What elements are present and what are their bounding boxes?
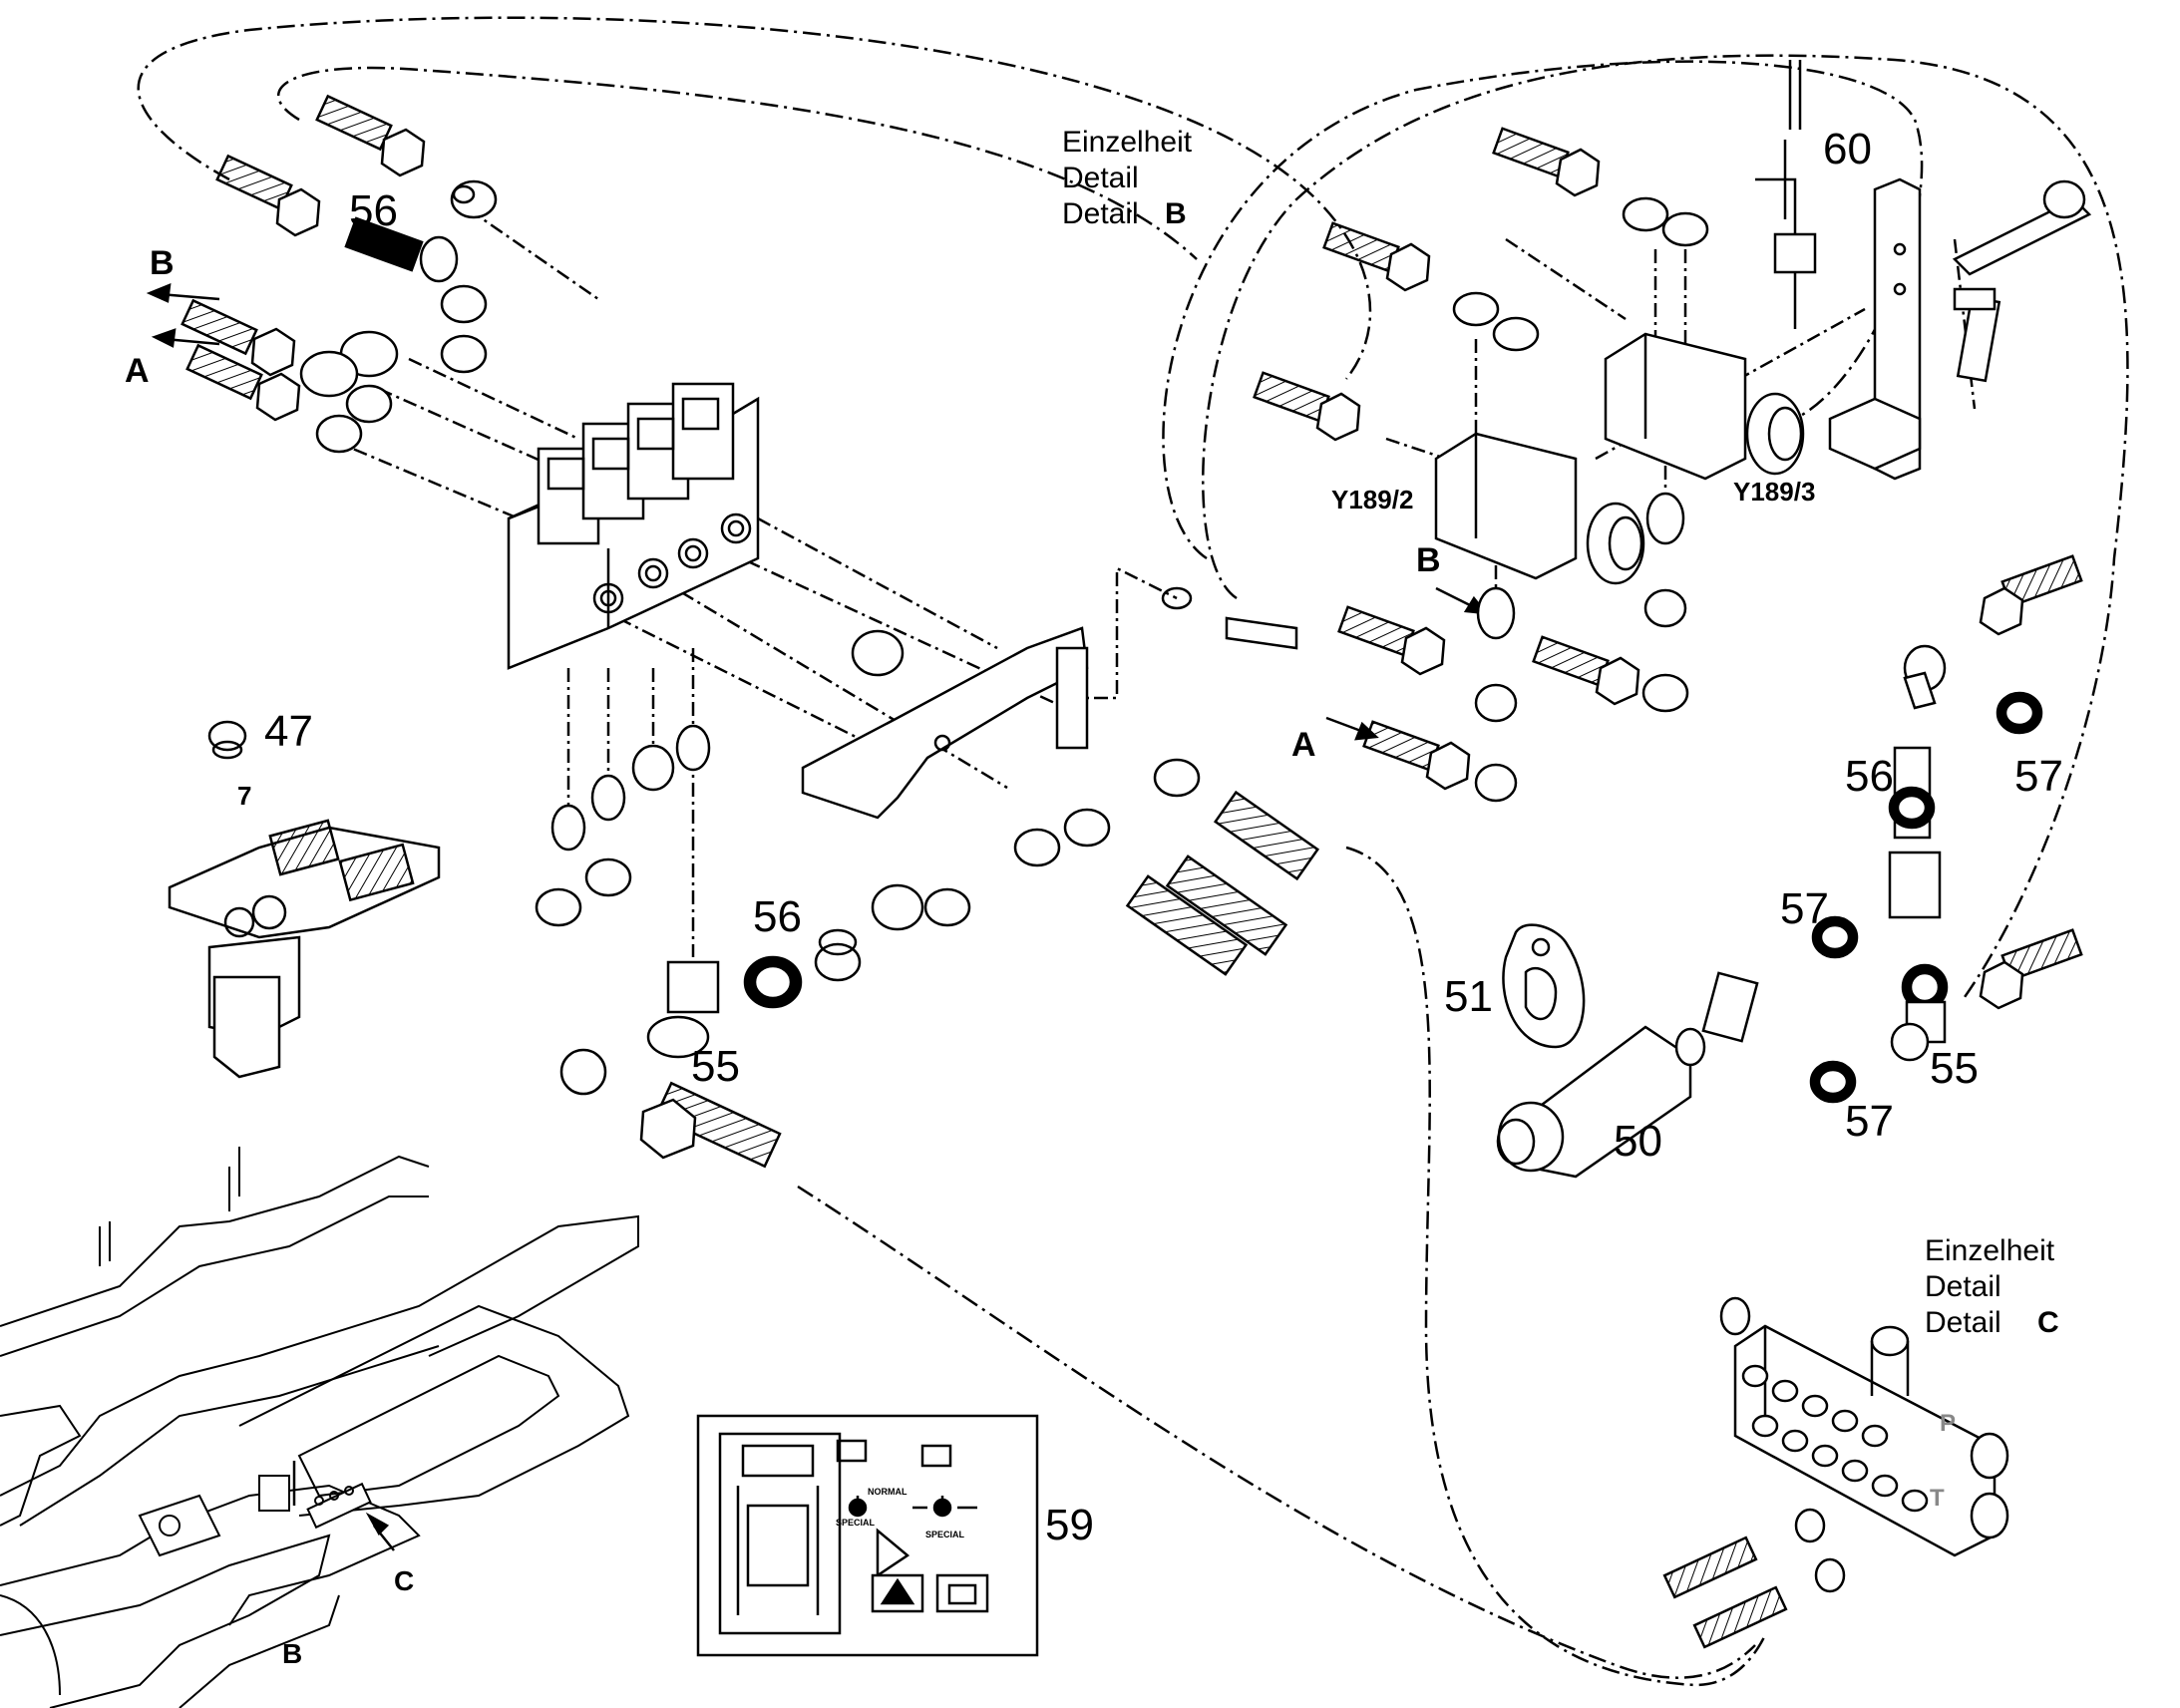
part-number-50: 50 bbox=[1614, 1117, 1662, 1166]
part-number-55-mid: 55 bbox=[691, 1042, 740, 1091]
decal-normal-text: NORMAL bbox=[868, 1487, 908, 1497]
detail-C-caption: Einzelheit Detail Detail C bbox=[1925, 1236, 2059, 1338]
part-59-decal bbox=[696, 1414, 1039, 1657]
valve-label-y189-2: Y189/2 bbox=[1331, 485, 1414, 514]
detail-B-line3: Detail bbox=[1062, 197, 1139, 230]
hose-route-to-C bbox=[1345, 846, 1767, 1687]
hose-route-bottom bbox=[797, 1185, 1756, 1679]
hoses-left bbox=[181, 94, 1320, 1169]
valve-manifold bbox=[507, 382, 760, 670]
mounting-bracket bbox=[801, 626, 1089, 820]
detail-B-caption: Einzelheit Detail Detail B bbox=[1062, 128, 1192, 229]
part-51-clamp bbox=[1502, 923, 1586, 1049]
detail-C-manifold: P T bbox=[1662, 1296, 2009, 1649]
svg-text:T: T bbox=[1930, 1485, 1945, 1512]
part-number-57-b: 57 bbox=[1780, 884, 1829, 933]
decal-special-text-2: SPECIAL bbox=[925, 1530, 965, 1539]
decal-special-text: SPECIAL bbox=[836, 1518, 876, 1528]
detail-C-line3: Detail bbox=[1925, 1306, 2001, 1339]
part-50-filter bbox=[1496, 1025, 1706, 1179]
port-label-B-left: B bbox=[150, 244, 175, 282]
detail-B-valves bbox=[1253, 60, 2092, 1010]
part-number-56-top: 56 bbox=[349, 186, 398, 235]
svg-text:P: P bbox=[1940, 1410, 1956, 1437]
part-number-57-a: 57 bbox=[2014, 752, 2063, 801]
detail-B-line2: Detail bbox=[1062, 162, 1139, 194]
port-label-B-detail: B bbox=[1416, 541, 1441, 579]
detail-C-line1: Einzelheit bbox=[1925, 1234, 2055, 1267]
chassis-frame bbox=[0, 1147, 639, 1708]
part-number-56-right: 56 bbox=[1845, 752, 1894, 801]
port-label-A-detail: A bbox=[1291, 726, 1316, 764]
detail-C-line2: Detail bbox=[1925, 1270, 2001, 1303]
port-label-B-chassis: B bbox=[282, 1638, 303, 1669]
part-47-plug bbox=[207, 720, 247, 760]
fittings-left bbox=[299, 179, 1298, 1096]
pedal-assembly bbox=[168, 819, 441, 1079]
port-label-C-chassis: C bbox=[394, 1565, 415, 1596]
detail-C-letter: C bbox=[2037, 1306, 2059, 1339]
port-label-A-left: A bbox=[125, 352, 150, 390]
part-number-57-c: 57 bbox=[1845, 1097, 1894, 1146]
part-number-55-right: 55 bbox=[1930, 1044, 1979, 1093]
right-fittings bbox=[1701, 691, 2043, 1104]
part-number-56-mid: 56 bbox=[753, 892, 802, 941]
detail-B-letter: B bbox=[1165, 197, 1187, 230]
part-number-60: 60 bbox=[1823, 125, 1872, 173]
part-number-7: 7 bbox=[237, 781, 252, 811]
detail-B-boundary-2 bbox=[1202, 54, 2129, 998]
part-number-47: 47 bbox=[264, 707, 313, 756]
part-number-51: 51 bbox=[1444, 972, 1493, 1021]
detail-B-line1: Einzelheit bbox=[1062, 126, 1193, 159]
part-number-59: 59 bbox=[1045, 1501, 1094, 1549]
hose-route-loop-inner bbox=[277, 66, 1198, 260]
valve-label-y189-3: Y189/3 bbox=[1733, 477, 1816, 507]
